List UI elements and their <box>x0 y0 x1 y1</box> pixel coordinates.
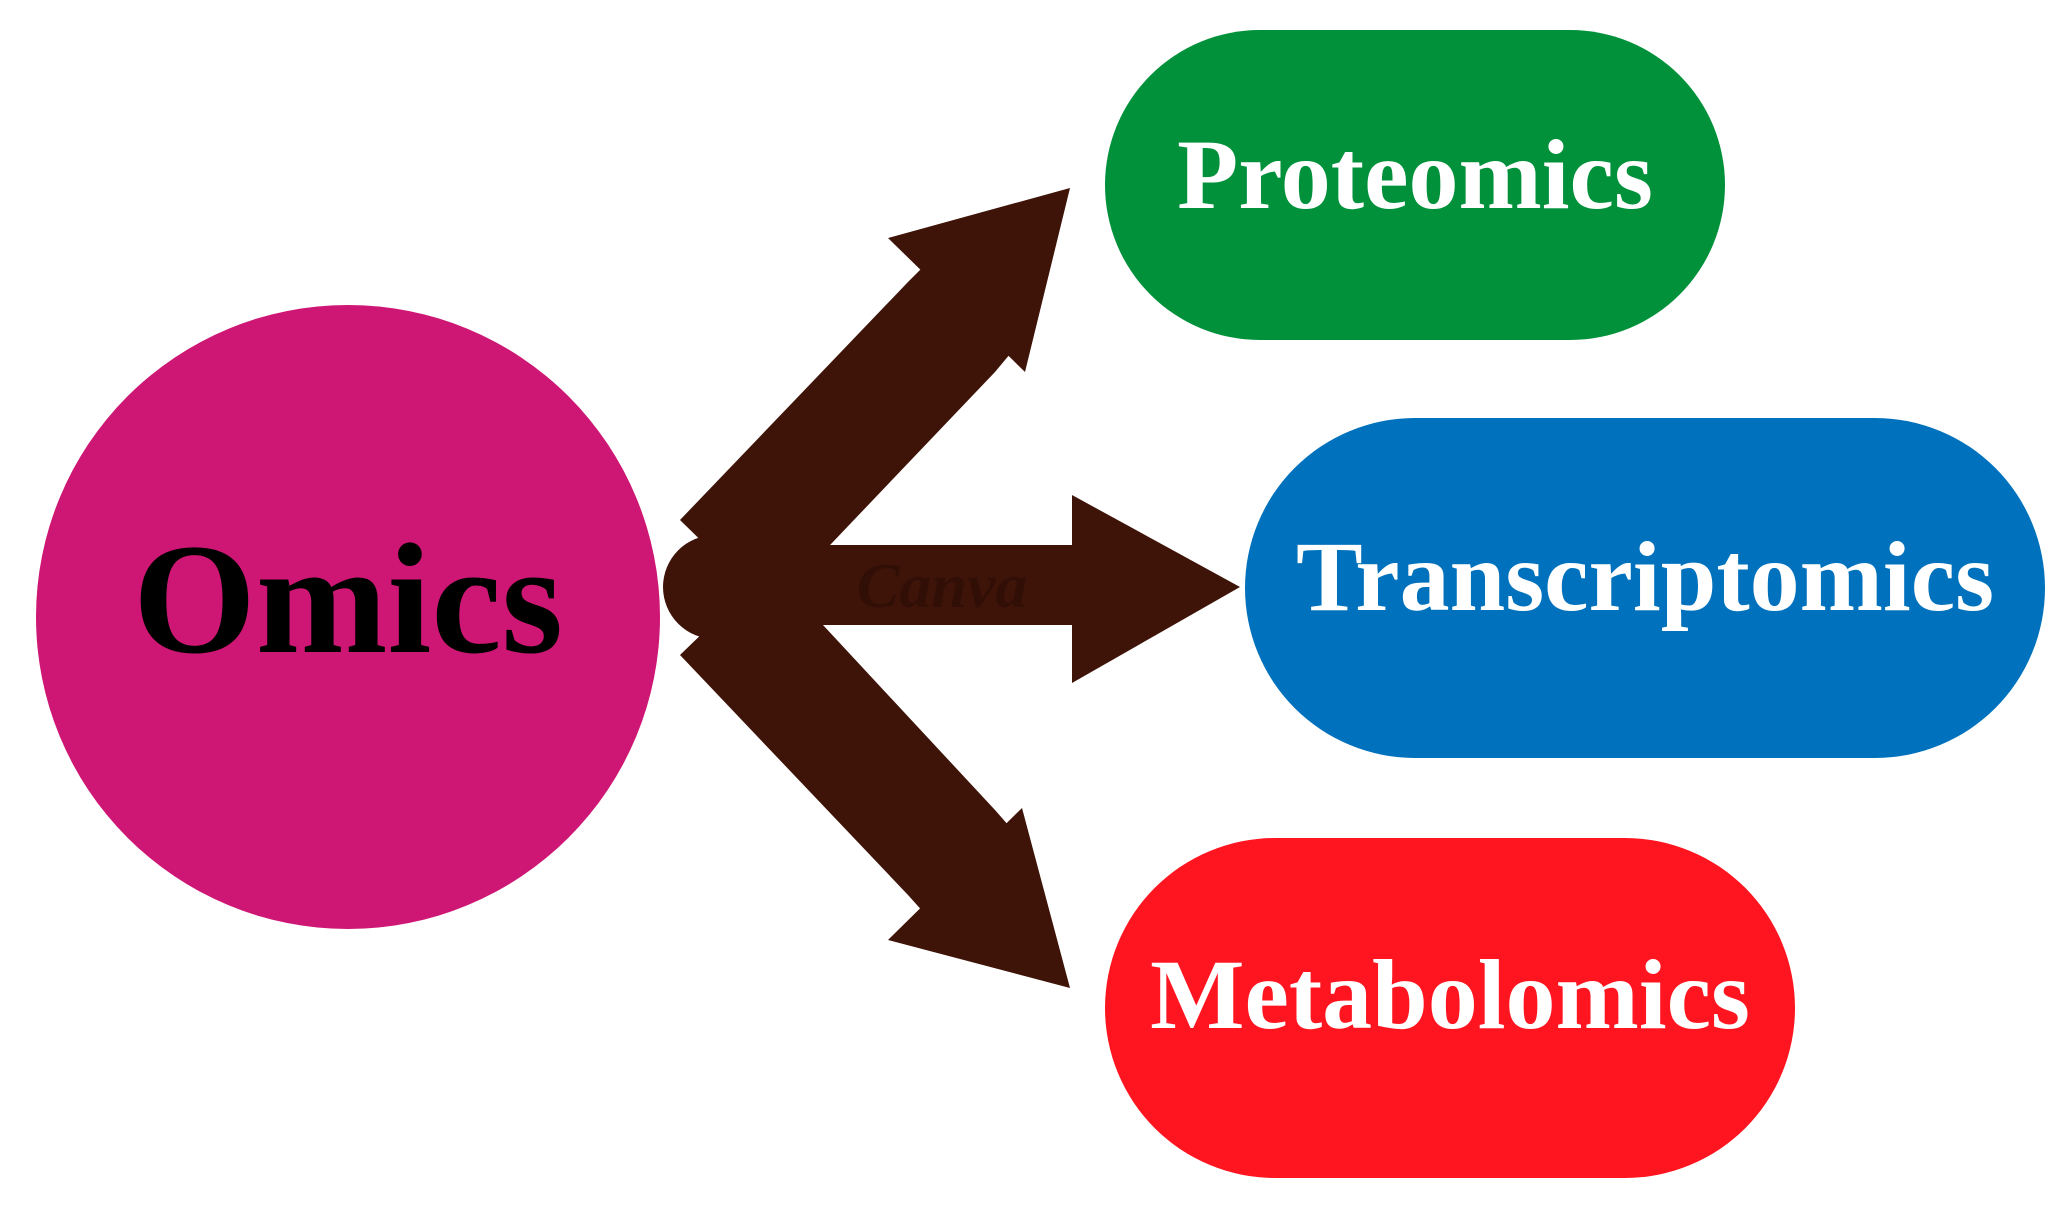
center-node-circle <box>36 305 660 929</box>
branch-node-metabolomics: Metabolomics <box>1105 838 1795 1178</box>
branch-node-transcriptomics-label: Transcriptomics <box>1296 521 1994 632</box>
arrow-group <box>663 188 1240 988</box>
arrow-head-transcriptomics <box>1072 495 1240 683</box>
branch-node-proteomics-pill <box>1105 30 1725 340</box>
arrow-head-metabolomics <box>888 808 1070 988</box>
branch-node-metabolomics-pill <box>1105 838 1795 1178</box>
arrow-joint <box>663 535 767 639</box>
branch-node-metabolomics-label: Metabolomics <box>1150 939 1750 1050</box>
arrow-to-proteomics <box>680 255 1030 608</box>
center-node: Omics <box>36 305 660 929</box>
arrow-to-metabolomics <box>680 568 1030 925</box>
branch-node-proteomics-label: Proteomics <box>1177 119 1653 230</box>
branch-node-transcriptomics: Transcriptomics <box>1245 418 2045 758</box>
watermark-text: Canva <box>857 550 1028 621</box>
arrow-head-proteomics <box>888 188 1070 372</box>
branch-node-proteomics: Proteomics <box>1105 30 1725 340</box>
branch-node-transcriptomics-pill <box>1245 418 2045 758</box>
center-node-label: Omics <box>133 512 563 687</box>
